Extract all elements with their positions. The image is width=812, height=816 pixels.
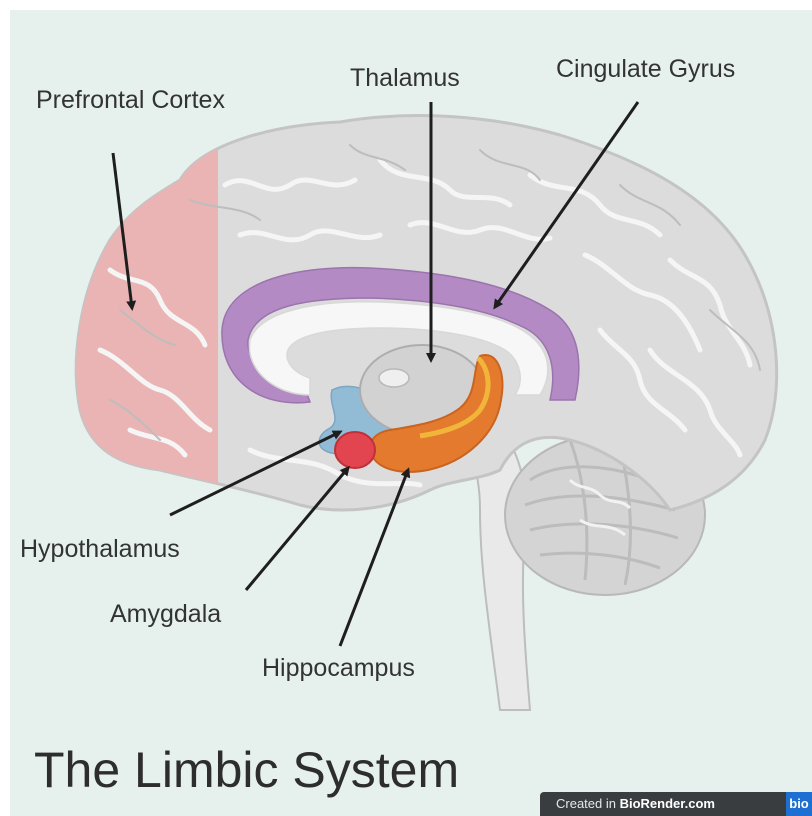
- label-prefrontal-cortex: Prefrontal Cortex: [36, 88, 225, 113]
- diagram-canvas: Prefrontal Cortex Thalamus Cingulate Gyr…: [10, 10, 812, 816]
- prefrontal-cortex-region: [50, 110, 218, 510]
- label-hippocampus: Hippocampus: [262, 656, 415, 681]
- biorender-watermark: Created in BioRender.com bio: [540, 792, 812, 816]
- watermark-tag: bio: [786, 792, 812, 816]
- label-hypothalamus: Hypothalamus: [20, 537, 180, 562]
- label-thalamus: Thalamus: [350, 66, 460, 91]
- label-amygdala: Amygdala: [110, 602, 221, 627]
- diagram-title: The Limbic System: [34, 745, 459, 795]
- watermark-brand: BioRender.com: [620, 796, 715, 811]
- amygdala-region: [335, 432, 375, 468]
- label-cingulate-gyrus: Cingulate Gyrus: [556, 57, 735, 82]
- brain-diagram: [10, 10, 812, 816]
- watermark-prefix: Created in: [556, 796, 620, 811]
